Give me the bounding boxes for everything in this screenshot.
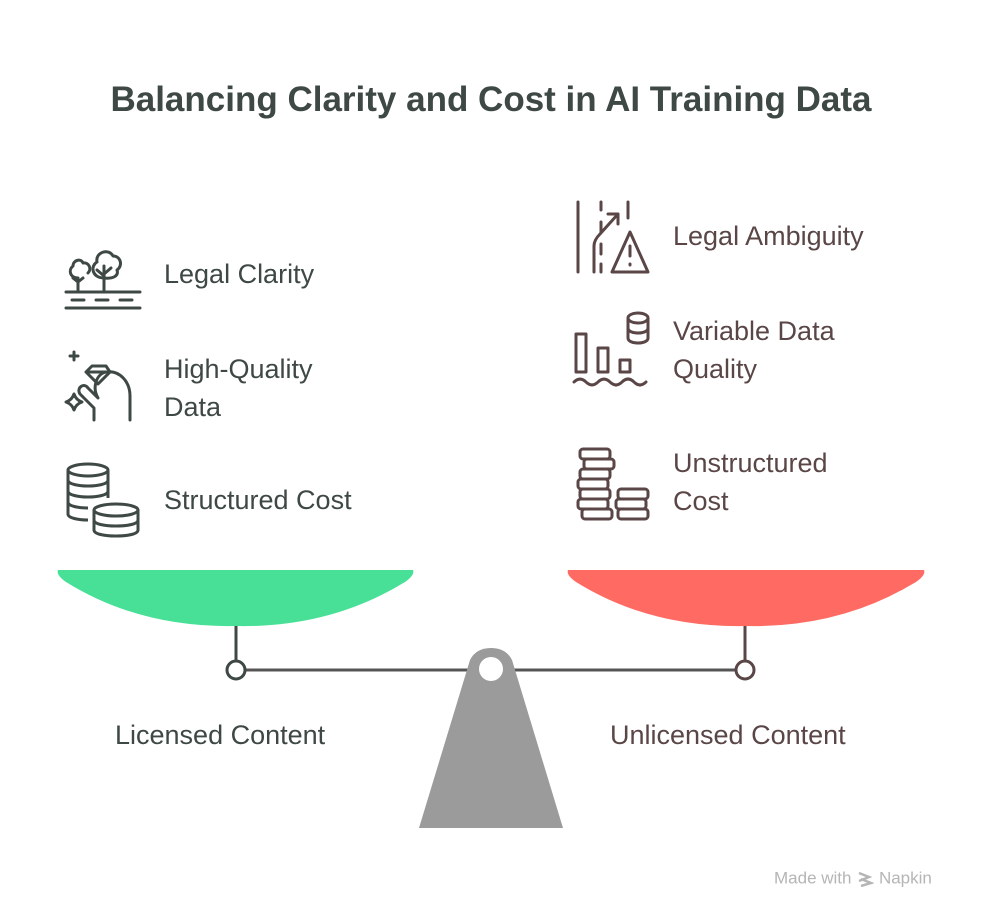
road-warning-icon	[576, 200, 650, 274]
unlicensed-content-label: Unlicensed Content	[610, 720, 846, 750]
left-item-label: Legal Clarity	[164, 259, 315, 289]
left-pan	[57, 570, 414, 627]
balance-scale	[57, 570, 925, 828]
diagram-title: Balancing Clarity and Cost in AI Trainin…	[110, 80, 872, 119]
right-pivot	[734, 659, 756, 681]
left-item-label: Structured Cost	[164, 485, 352, 515]
right-item-label: Unstructured Cost	[673, 448, 828, 516]
right-pan	[567, 570, 925, 627]
bars-database-icon	[572, 311, 650, 387]
coin-stack-icon	[66, 462, 140, 538]
trees-road-icon	[64, 250, 142, 310]
right-item-label: Legal Ambiguity	[673, 221, 864, 251]
napkin-logo-icon	[858, 871, 876, 887]
hand-diamond-icon	[64, 350, 132, 422]
fulcrum	[419, 648, 563, 828]
left-item-label: High-Quality Data	[164, 354, 313, 422]
licensed-content-label: Licensed Content	[115, 720, 326, 750]
right-item-label: Variable Data Quality	[673, 316, 835, 384]
uneven-coins-icon	[576, 447, 650, 521]
napkin-watermark: Made with Napkin	[774, 868, 932, 888]
left-pivot	[225, 659, 247, 681]
fulcrum-hole	[479, 657, 503, 681]
